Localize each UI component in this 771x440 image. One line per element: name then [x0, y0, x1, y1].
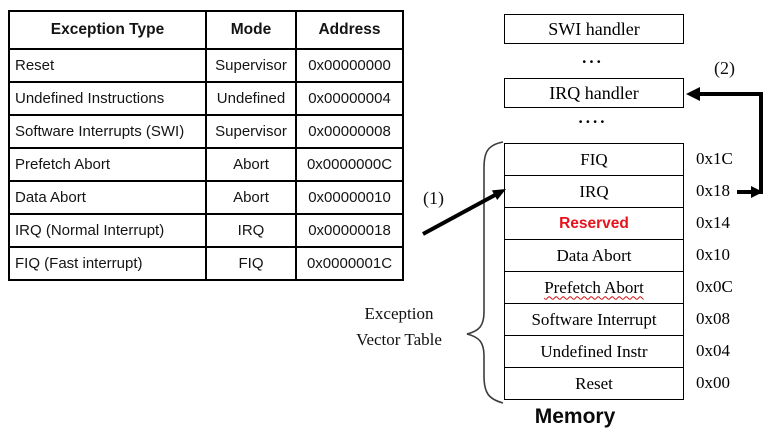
table-row: IRQ (Normal Interrupt) IRQ 0x00000018: [8, 213, 404, 248]
ellipsis-above-vector-table: ....: [578, 108, 608, 127]
address-label: 0x08: [696, 309, 730, 328]
cell-exception-type: IRQ (Normal Interrupt): [8, 213, 207, 248]
memory-row-undefined-instr: Undefined Instr: [505, 336, 683, 368]
address-label: 0x18: [696, 181, 730, 200]
cell-address: 0x0000000C: [295, 147, 404, 182]
cell-mode: Supervisor: [205, 114, 297, 149]
cell-exception-type: Reset: [8, 48, 207, 83]
address-label: 0x14: [696, 213, 730, 232]
irq-handler-box: IRQ handler: [504, 78, 684, 108]
exception-type-table: Exception Type Mode Address Reset Superv…: [8, 10, 404, 281]
cell-address: 0x00000010: [295, 180, 404, 215]
table-row: Prefetch Abort Abort 0x0000000C: [8, 147, 404, 182]
column-header-exception-type: Exception Type: [8, 10, 207, 50]
table-row: Reset Supervisor 0x00000000: [8, 48, 404, 83]
column-header-address: Address: [295, 10, 404, 50]
cell-mode: Undefined: [205, 81, 297, 116]
cell-mode: Abort: [205, 180, 297, 215]
cell-address: 0x00000018: [295, 213, 404, 248]
address-column: 0x1C 0x18 0x14 0x10 0x0C 0x08 0x04 0x00: [696, 143, 733, 399]
memory-vector-table: FIQ IRQ Reserved Data Abort Prefetch Abo…: [504, 143, 684, 400]
address-label: 0x00: [696, 373, 730, 392]
cell-exception-type: Undefined Instructions: [8, 81, 207, 116]
cell-address: 0x00000004: [295, 81, 404, 116]
cell-mode: IRQ: [205, 213, 297, 248]
memory-row-irq: IRQ: [505, 176, 683, 208]
exception-vector-table-label: Exception Vector Table: [336, 301, 462, 354]
table-row: Software Interrupts (SWI) Supervisor 0x0…: [8, 114, 404, 149]
cell-exception-type: Software Interrupts (SWI): [8, 114, 207, 149]
swi-handler-label: SWI handler: [548, 18, 640, 39]
address-label: 0x0C: [696, 277, 733, 296]
table-header-row: Exception Type Mode Address: [8, 10, 404, 50]
cell-address: 0x00000000: [295, 48, 404, 83]
memory-row-prefetch-abort: Prefetch Abort: [505, 272, 683, 304]
memory-caption: Memory: [534, 405, 616, 428]
cell-exception-type: Data Abort: [8, 180, 207, 215]
cell-address: 0x0000001C: [295, 246, 404, 281]
cell-mode: Supervisor: [205, 48, 297, 83]
ellipsis-between-handlers: ...: [582, 48, 604, 67]
irq-handler-label: IRQ handler: [549, 82, 639, 103]
swi-handler-box: SWI handler: [504, 14, 684, 44]
brace-icon: [466, 141, 504, 404]
annotation-2: (2): [714, 58, 735, 78]
cell-exception-type: Prefetch Abort: [8, 147, 207, 182]
annotation-1: (1): [423, 188, 444, 208]
memory-row-data-abort: Data Abort: [505, 240, 683, 272]
cell-exception-type: FIQ (Fast interrupt): [8, 246, 207, 281]
cell-mode: FIQ: [205, 246, 297, 281]
memory-row-reserved: Reserved: [505, 208, 683, 240]
address-label: 0x10: [696, 245, 730, 264]
memory-row-fiq: FIQ: [505, 144, 683, 176]
cell-mode: Abort: [205, 147, 297, 182]
label-line-2: Vector Table: [356, 330, 442, 350]
cell-address: 0x00000008: [295, 114, 404, 149]
address-label: 0x1C: [696, 149, 733, 168]
label-line-1: Exception: [364, 304, 434, 323]
memory-row-software-interrupt: Software Interrupt: [505, 304, 683, 336]
table-row: Data Abort Abort 0x00000010: [8, 180, 404, 215]
table-row: Undefined Instructions Undefined 0x00000…: [8, 81, 404, 116]
address-label: 0x04: [696, 341, 730, 360]
column-header-mode: Mode: [205, 10, 297, 50]
memory-row-reset: Reset: [575, 373, 613, 393]
table-row: FIQ (Fast interrupt) FIQ 0x0000001C: [8, 246, 404, 281]
